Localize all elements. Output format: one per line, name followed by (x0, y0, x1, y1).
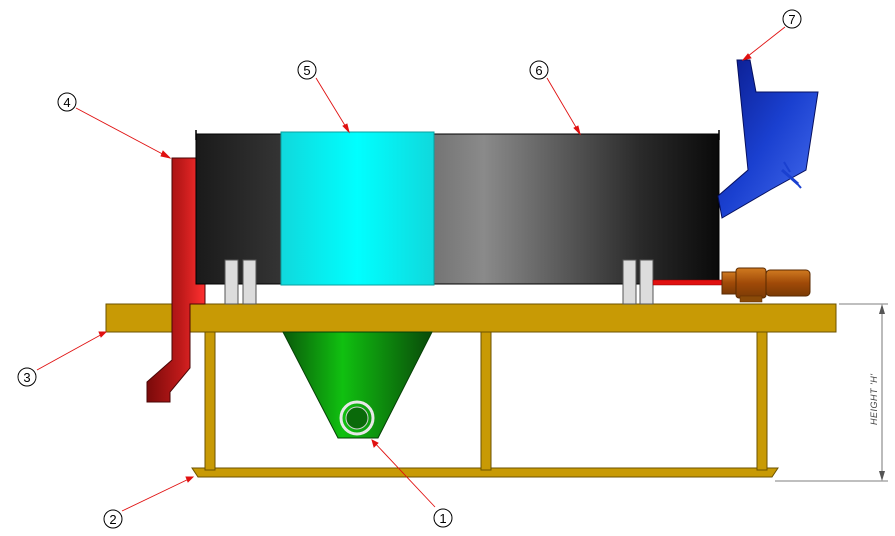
callout-3: 3 (17, 367, 37, 387)
discharge-pipe-outer (339, 400, 375, 436)
height-dimension-label: HEIGHT 'H' (869, 374, 879, 425)
callout-6-label: 6 (535, 63, 542, 78)
support-rollers (224, 259, 654, 305)
base-frame (105, 303, 837, 478)
callout-1-label: 1 (439, 511, 446, 526)
feed-hopper (717, 59, 819, 219)
callout-7-label: 7 (788, 12, 795, 27)
discharge-hopper (282, 331, 433, 439)
callout-1: 1 (433, 508, 453, 528)
callout-2-label: 2 (109, 512, 116, 527)
callout-6: 6 (529, 60, 549, 80)
drive-motor (652, 267, 811, 303)
discharge-pipe-inner (345, 406, 369, 430)
callout-2: 2 (103, 509, 123, 529)
callout-5: 5 (297, 60, 317, 80)
callout-3-label: 3 (23, 370, 30, 385)
leader-lines (36, 26, 786, 512)
height-dimension: HEIGHT 'H' (775, 303, 888, 482)
callout-4: 4 (57, 92, 77, 112)
top-deck (105, 303, 837, 333)
frame-leg-middle (480, 329, 492, 471)
drum-band (280, 131, 435, 286)
callout-4-label: 4 (63, 95, 70, 110)
callout-7: 7 (782, 9, 802, 29)
bottom-rail (191, 467, 779, 478)
callout-5-label: 5 (303, 63, 310, 78)
frame-leg-left (204, 329, 216, 471)
frame-leg-right (756, 329, 768, 471)
